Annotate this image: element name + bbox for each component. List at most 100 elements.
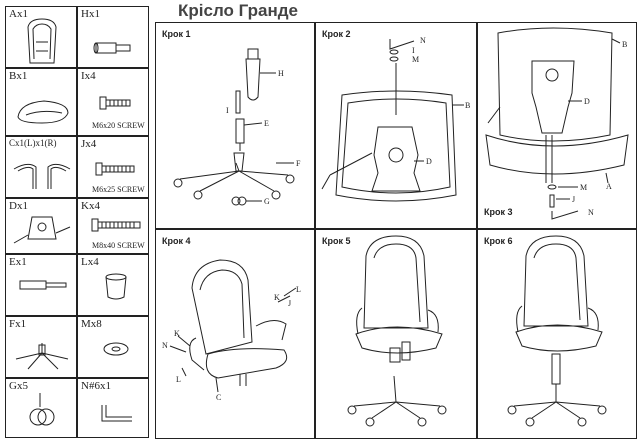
part-label: J: [81, 138, 86, 150]
part-note: M8x40 SCREW: [92, 241, 145, 250]
part-label: I: [81, 70, 85, 82]
part-label: H: [81, 8, 89, 20]
step-3-diagram: B D A M J N: [485, 27, 629, 220]
callout-c: C: [216, 393, 221, 402]
screw-icon: [95, 162, 135, 176]
part-qty: x1: [15, 256, 27, 268]
part-label: N: [81, 380, 89, 392]
part-a: Ax1: [5, 6, 77, 68]
step-6-diagram: [507, 235, 607, 427]
callout-d: D: [426, 157, 432, 166]
part-e: Ex1: [5, 254, 77, 316]
part-label: A: [9, 8, 17, 20]
part-k: Kx4 M8x40 SCREW: [77, 198, 149, 254]
part-qty: x1(L)x1(R): [15, 138, 57, 148]
part-label: D: [9, 200, 17, 212]
armrest-icon: [13, 163, 71, 189]
caster-icon: [29, 393, 55, 426]
gas-lift-icon: [19, 280, 67, 290]
part-label: K: [81, 200, 89, 212]
part-note: M6x20 SCREW: [92, 121, 145, 130]
step-label: Крок 5: [322, 236, 351, 246]
part-qty: x1: [16, 70, 28, 82]
screw-icon: [91, 218, 141, 232]
step-1-diagram: H I E F G: [173, 48, 301, 206]
callout-k: K: [274, 293, 280, 302]
gas-lift-cover-icon: [93, 42, 131, 54]
callout-i: I: [412, 46, 415, 55]
base-icon: [15, 343, 69, 370]
callout-n: N: [588, 208, 594, 217]
callout-l: L: [296, 285, 301, 294]
part-b: Bx1: [5, 68, 77, 136]
callout-n: N: [420, 36, 426, 45]
step-2: Крок 2 N I M B D: [315, 22, 477, 229]
part-c: Cx1(L)x1(R): [5, 136, 77, 198]
spacer-icon: [105, 273, 127, 300]
mechanism-icon: [13, 216, 71, 244]
part-label: L: [81, 256, 88, 268]
part-j: Jx4 M6x25 SCREW: [77, 136, 149, 198]
part-label: E: [9, 256, 16, 268]
part-h: Hx1: [77, 6, 149, 68]
callout-k-left: K: [174, 329, 180, 338]
part-note: M6x25 SCREW: [92, 185, 145, 194]
part-qty: x4: [88, 200, 100, 212]
part-label: B: [9, 70, 17, 82]
callout-d: D: [584, 97, 590, 106]
callout-j: J: [288, 299, 291, 308]
callout-e: E: [264, 119, 269, 128]
part-d: Dx1: [5, 198, 77, 254]
step-label: Крок 1: [162, 29, 191, 39]
part-label: M: [81, 318, 91, 330]
part-label: C: [9, 138, 16, 148]
callout-n: N: [162, 341, 168, 350]
callout-a: A: [606, 182, 612, 191]
step-4: Крок 4 L K J N K L C: [155, 229, 315, 439]
part-qty: x1: [15, 318, 27, 330]
step-6: Крок 6: [477, 229, 637, 439]
callout-m: M: [580, 183, 587, 192]
page-title: Крісло Гранде: [178, 1, 298, 20]
callout-f: F: [296, 159, 301, 168]
part-qty: #6x1: [88, 380, 111, 392]
part-qty: x4: [85, 138, 97, 150]
part-i: Ix4 M6x20 SCREW: [77, 68, 149, 136]
part-label: G: [9, 380, 17, 392]
step-3: B D A M J N Крок 3: [477, 22, 637, 229]
part-qty: x1: [16, 200, 28, 212]
part-f: Fx1: [5, 316, 77, 378]
step-label: Крок 4: [162, 236, 191, 246]
callout-i: I: [226, 106, 229, 115]
step-label: Крок 6: [484, 236, 513, 246]
part-qty: x1: [16, 8, 28, 20]
callout-b: B: [622, 40, 627, 49]
callout-g: G: [264, 197, 270, 206]
callout-m: M: [412, 55, 419, 64]
part-qty: x5: [16, 380, 28, 392]
step-2-diagram: N I M B D: [321, 36, 470, 202]
seat-icon: [17, 100, 69, 124]
part-qty: x4: [84, 70, 96, 82]
part-qty: x4: [87, 256, 99, 268]
part-label: F: [9, 318, 16, 330]
step-5: Крок 5: [315, 229, 477, 439]
step-1: Крок 1 H I E F G: [155, 22, 315, 229]
part-m: Mx8: [77, 316, 149, 378]
part-n: N#6x1: [77, 378, 149, 438]
part-g: Gx5: [5, 378, 77, 438]
washer-icon: [103, 342, 129, 356]
parts-list: Ax1 Hx1 Bx1 Ix4 M6x20 SCREW Cx1: [5, 6, 149, 438]
backrest-icon: [27, 18, 57, 64]
screw-icon: [99, 96, 131, 110]
part-l: Lx4: [77, 254, 149, 316]
step-5-diagram: [347, 235, 447, 427]
callout-b: B: [465, 101, 470, 110]
step-label: Крок 3: [484, 207, 513, 217]
part-qty: x8: [90, 318, 102, 330]
hex-key-icon: [101, 405, 132, 422]
callout-l-left: L: [176, 375, 181, 384]
step-label: Крок 2: [322, 29, 351, 39]
callout-j: J: [572, 195, 575, 204]
part-qty: x1: [88, 8, 100, 20]
